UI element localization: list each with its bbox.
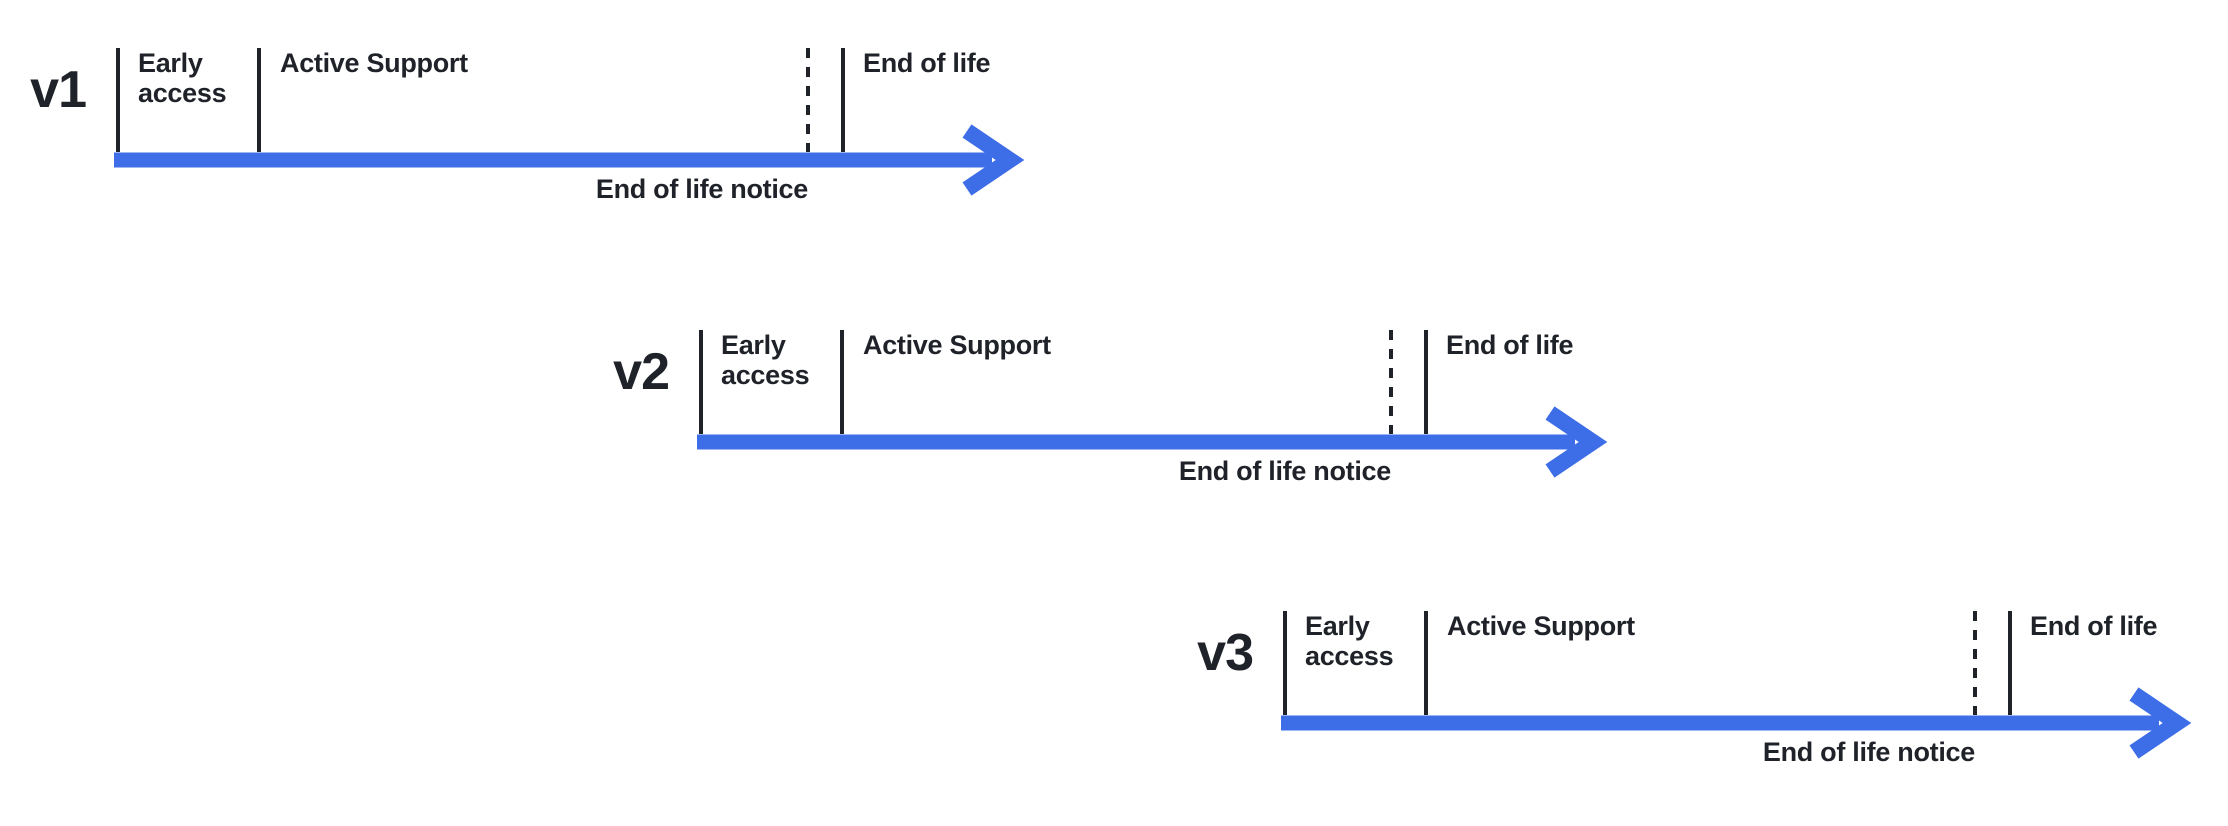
early-access-start-tick bbox=[116, 48, 120, 152]
timeline-v2: v2 Early access Active Support End of li… bbox=[613, 330, 1659, 545]
version-label: v3 bbox=[1197, 624, 1254, 682]
early-access-label: Early access bbox=[1305, 611, 1394, 671]
end-of-life-notice-dashed-line bbox=[1973, 611, 1977, 715]
end-of-life-tick bbox=[1424, 330, 1428, 434]
timeline-arrowhead-icon bbox=[962, 124, 1025, 196]
end-of-life-notice-dashed-line bbox=[1389, 330, 1393, 434]
timeline-arrow bbox=[1281, 687, 2192, 759]
end-of-life-notice-label: End of life notice bbox=[1178, 456, 1391, 486]
early-access-start-tick bbox=[699, 330, 703, 434]
timeline-arrow bbox=[697, 406, 1608, 478]
early-access-label: Early access bbox=[721, 330, 810, 390]
active-support-label: Active Support bbox=[863, 330, 1051, 360]
end-of-life-tick bbox=[841, 48, 845, 152]
timeline-v3: v3 Early access Active Support End of li… bbox=[1197, 611, 2228, 826]
end-of-life-notice-label: End of life notice bbox=[595, 174, 808, 204]
end-of-life-notice-label: End of life notice bbox=[1762, 737, 1975, 767]
timeline-arrowhead-icon bbox=[1545, 406, 1608, 478]
version-label: v1 bbox=[30, 61, 87, 119]
end-of-life-label: End of life bbox=[2030, 611, 2158, 641]
timeline-v1: v1 Early access Active Support End of li… bbox=[30, 48, 1076, 263]
timeline-arrow bbox=[114, 124, 1025, 196]
active-support-label: Active Support bbox=[280, 48, 468, 78]
end-of-life-notice-dashed-line bbox=[806, 48, 810, 152]
early-access-label: Early access bbox=[138, 48, 227, 108]
timeline-arrowhead-icon bbox=[2129, 687, 2192, 759]
active-support-start-tick bbox=[840, 330, 844, 434]
end-of-life-tick bbox=[2008, 611, 2012, 715]
active-support-start-tick bbox=[257, 48, 261, 152]
active-support-start-tick bbox=[1424, 611, 1428, 715]
end-of-life-label: End of life bbox=[1446, 330, 1574, 360]
end-of-life-label: End of life bbox=[863, 48, 991, 78]
early-access-start-tick bbox=[1283, 611, 1287, 715]
active-support-label: Active Support bbox=[1447, 611, 1635, 641]
version-label: v2 bbox=[613, 343, 670, 401]
